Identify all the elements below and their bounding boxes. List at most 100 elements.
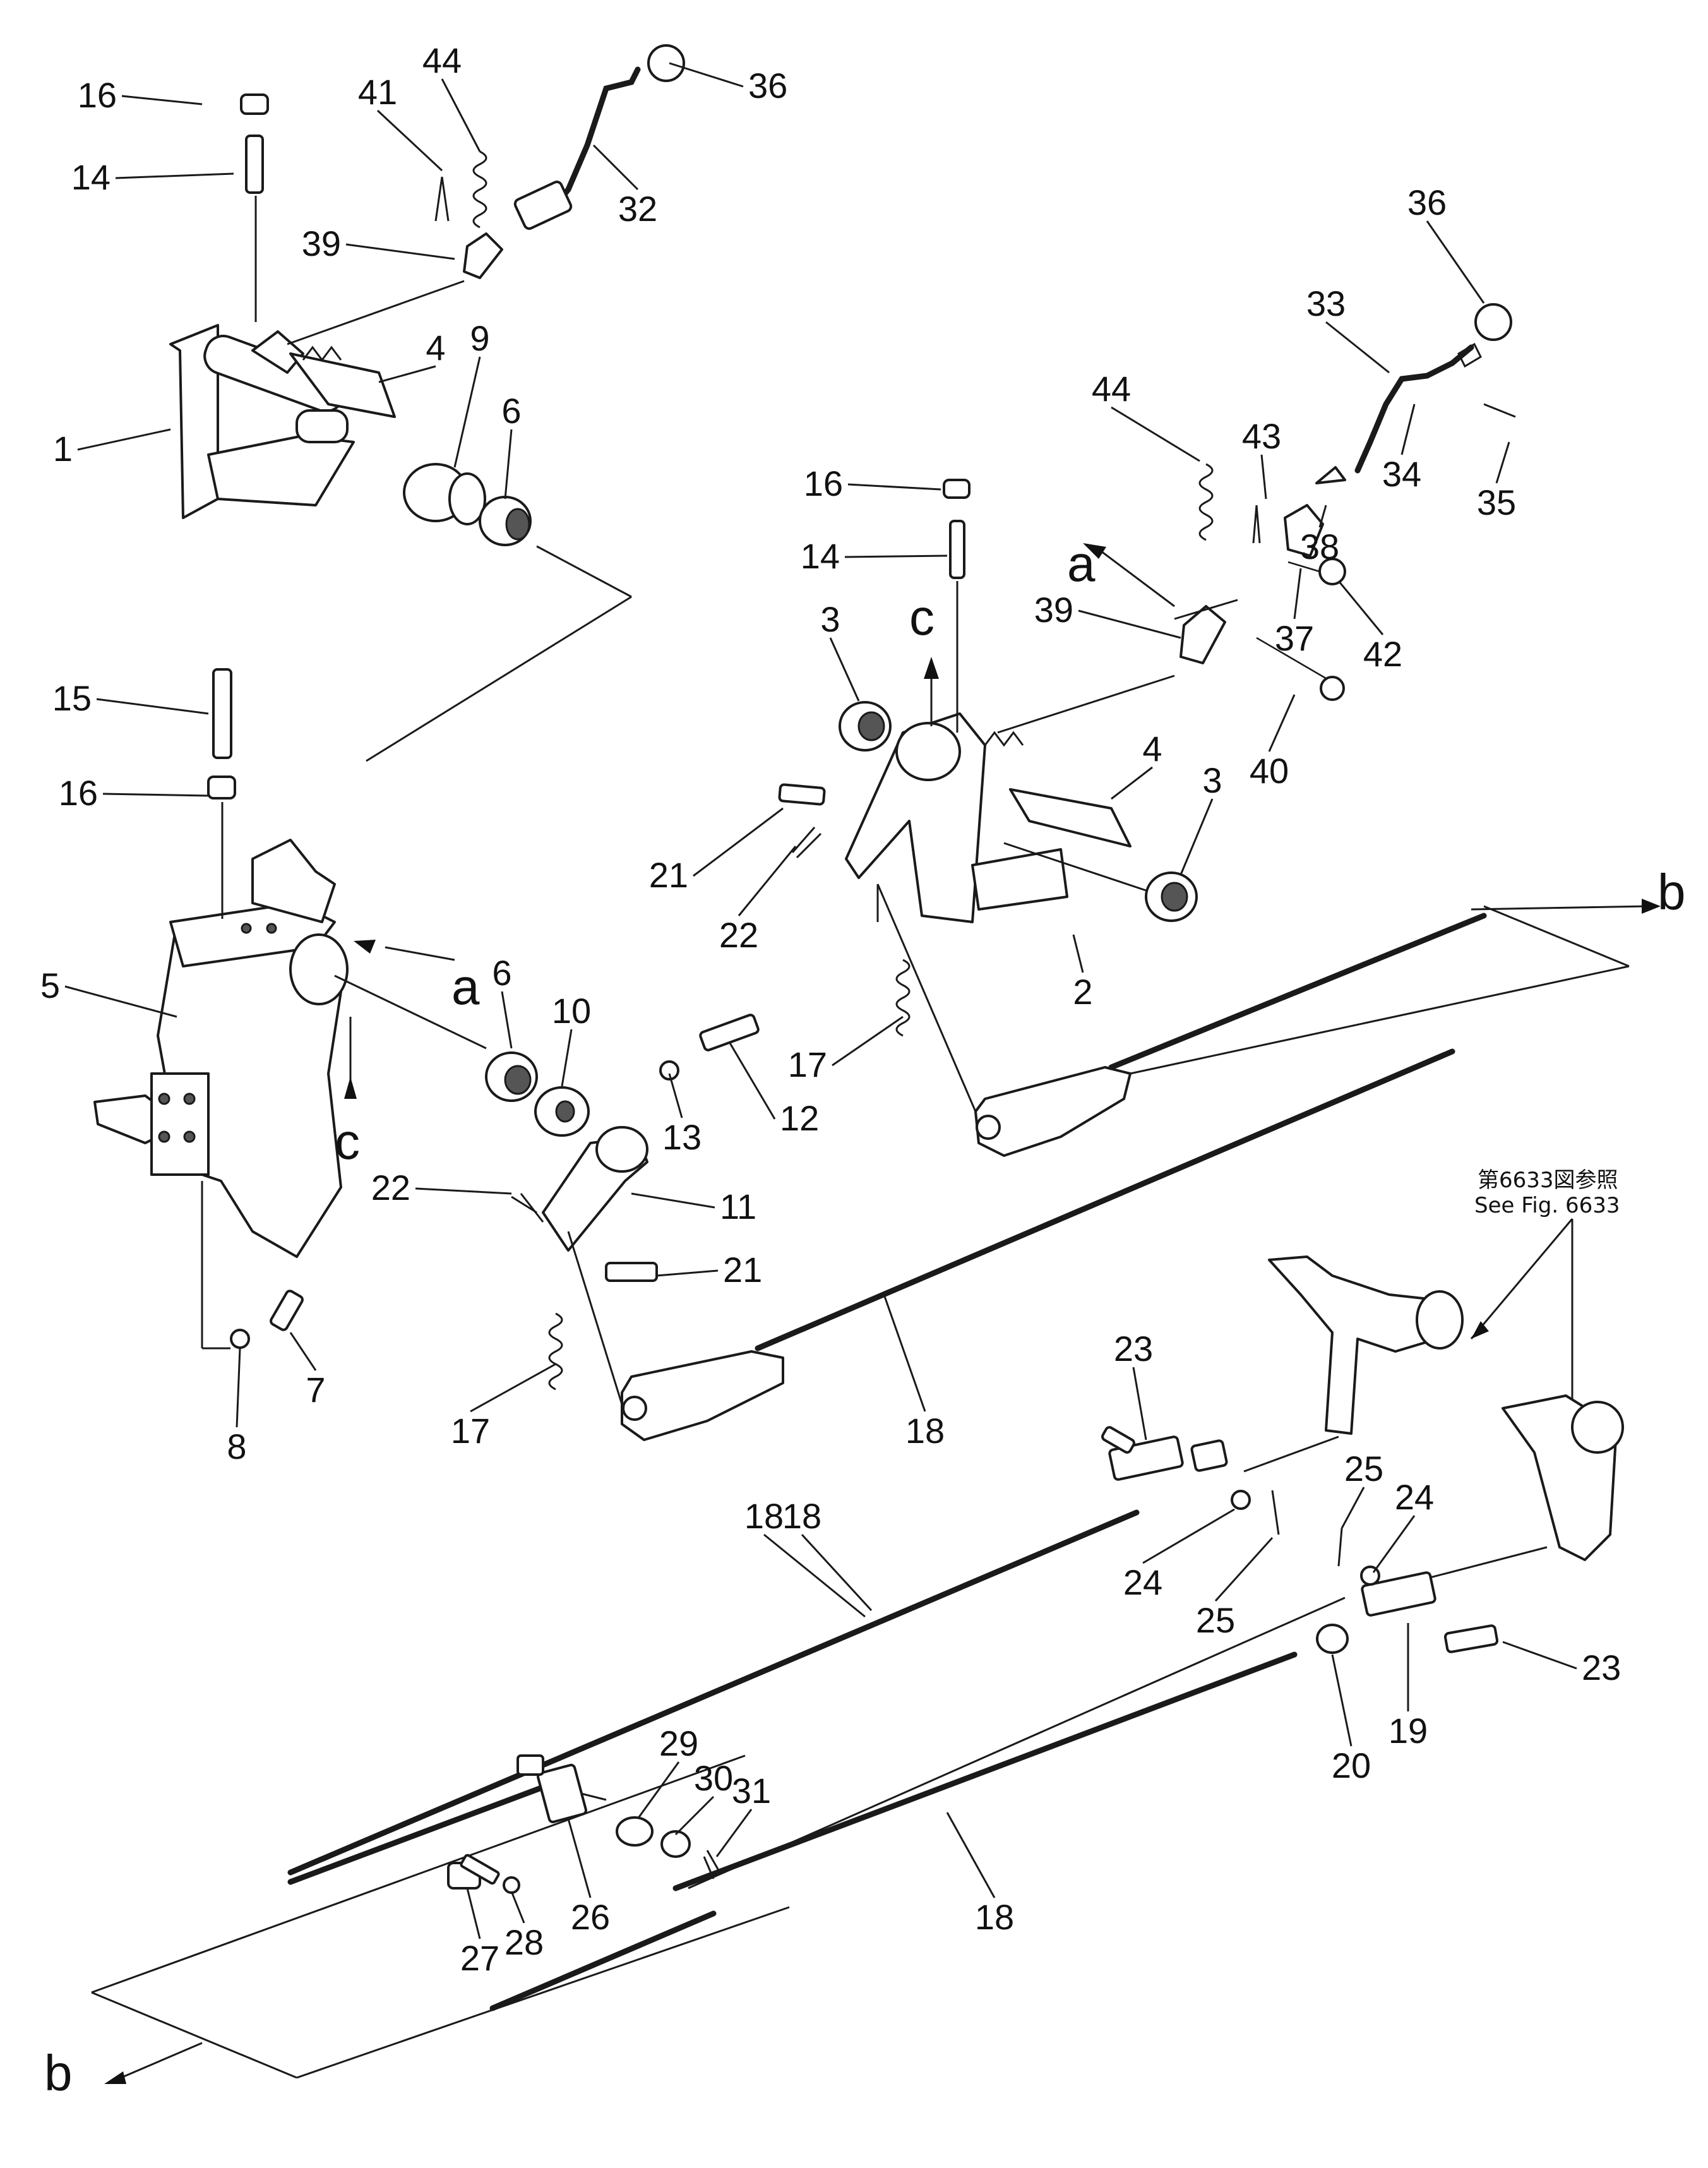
leader-line-23 [1132, 1367, 1147, 1440]
callout-13: 13 [662, 1117, 702, 1157]
view-marker-a-top: a [1067, 536, 1096, 592]
callout-37: 37 [1275, 618, 1314, 658]
leader-line-21 [656, 1269, 719, 1277]
leader-line-15 [96, 698, 209, 715]
left-fasteners-mid [201, 668, 304, 1350]
callout-28: 28 [505, 1922, 544, 1962]
upper-left-fasteners [240, 93, 269, 322]
assy-line-2 [366, 596, 632, 762]
callout-41: 41 [358, 72, 397, 112]
assy-line-1 [536, 545, 632, 598]
callout-25: 25 [1196, 1600, 1235, 1640]
leader-line-6 [504, 429, 513, 500]
leader-line-10 [561, 1029, 573, 1087]
leader-line-25 [1341, 1487, 1365, 1529]
leader-line-36 [1426, 220, 1485, 304]
callout-44: 44 [422, 40, 462, 80]
leader-line-41 [376, 109, 443, 172]
callout-3: 3 [1202, 760, 1222, 800]
leader-line-32 [592, 144, 639, 191]
callout-14: 14 [801, 536, 840, 576]
callout-25: 25 [1344, 1449, 1383, 1488]
callout-16: 16 [804, 464, 843, 503]
leader-line-3 [829, 637, 860, 702]
leader-line-14 [844, 554, 948, 558]
leader-line-44 [441, 78, 481, 152]
leader-line-35 [1495, 441, 1510, 484]
upper-lever-assembly [287, 44, 685, 345]
lower-rods [91, 1509, 1346, 2084]
leader-line-43 [1260, 454, 1267, 500]
callout-6: 6 [501, 391, 521, 431]
leader-line-29 [636, 1761, 680, 1819]
leader-line-28 [510, 1891, 525, 1924]
leader-line-21 [693, 807, 784, 877]
callout-18: 18 [782, 1496, 821, 1536]
leader-line-8 [236, 1348, 241, 1428]
upper-sleeve-parts [403, 463, 532, 546]
leader-line-4 [1111, 766, 1153, 800]
callout-40: 40 [1250, 751, 1289, 791]
leader-line-24 [1142, 1508, 1235, 1564]
callout-22: 22 [371, 1168, 410, 1207]
callout-19: 19 [1388, 1711, 1428, 1751]
bracket-assembly [93, 839, 455, 1258]
callout-18: 18 [975, 1897, 1014, 1937]
leader-line-16 [102, 793, 209, 797]
callout-3: 3 [820, 599, 840, 639]
leader-line-7 [289, 1332, 317, 1371]
callout-8: 8 [227, 1427, 246, 1466]
leader-line-25 [1214, 1536, 1274, 1602]
callout-34: 34 [1382, 454, 1421, 494]
leader-line-39 [345, 243, 455, 260]
leader-ref-1 [1470, 1218, 1574, 1339]
callout-33: 33 [1306, 284, 1346, 323]
leader-line-18 [801, 1533, 873, 1612]
callout-4: 4 [1142, 729, 1162, 769]
leader-line-18 [763, 1533, 866, 1618]
right-pedal-assembly [839, 701, 1198, 923]
callout-23: 23 [1114, 1329, 1153, 1368]
callout-7: 7 [306, 1370, 325, 1410]
leader-line-34 [1400, 404, 1416, 455]
callout-6: 6 [492, 953, 511, 993]
leader-line-18 [883, 1294, 926, 1412]
leader-line-1 [77, 428, 171, 451]
lower-bracket-26 [447, 1754, 721, 1894]
callout-24: 24 [1395, 1477, 1434, 1517]
callout-5: 5 [40, 966, 60, 1005]
callout-15: 15 [52, 678, 92, 718]
leader-line-16 [847, 483, 941, 491]
reference-note-jp: 第6633図参照 [1478, 1168, 1618, 1193]
leader-line-17 [470, 1363, 556, 1413]
leader-line-5 [64, 985, 177, 1018]
callout-4: 4 [426, 328, 445, 368]
view-marker-c-mid: c [335, 1113, 360, 1170]
callout-18: 18 [744, 1496, 784, 1536]
leader-line-16 [121, 95, 203, 105]
leader-line-3 [1179, 798, 1214, 875]
callout-29: 29 [659, 1723, 698, 1763]
callout-36: 36 [748, 66, 787, 105]
leader-line-26 [567, 1818, 592, 1898]
leader-line-22 [415, 1187, 512, 1195]
view-marker-a-mid: a [451, 959, 480, 1015]
view-marker-c-top: c [909, 589, 935, 645]
callout-23: 23 [1582, 1648, 1621, 1687]
leader-line-37 [1293, 568, 1302, 620]
callout-39: 39 [302, 224, 341, 263]
callout-20: 20 [1332, 1746, 1371, 1785]
callout-24: 24 [1123, 1562, 1162, 1602]
callout-35: 35 [1477, 482, 1516, 522]
upper-right-rod [974, 899, 1661, 1157]
leader-line-12 [728, 1041, 776, 1120]
callout-17: 17 [788, 1045, 827, 1084]
callout-10: 10 [552, 991, 591, 1031]
callout-14: 14 [71, 157, 110, 197]
leader-line-14 [115, 172, 234, 179]
right-pin-parts [778, 783, 986, 1134]
leader-line-13 [668, 1073, 683, 1118]
callout-2: 2 [1073, 972, 1092, 1012]
